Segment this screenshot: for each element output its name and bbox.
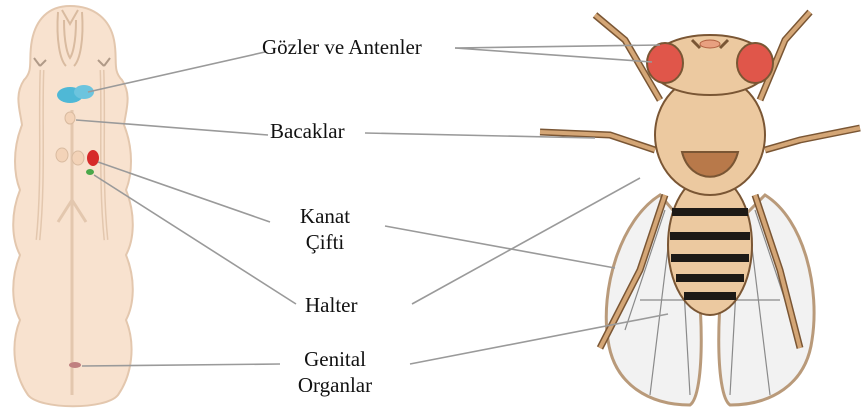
wing-disc: [87, 150, 99, 166]
label-genital-line2: Organlar: [290, 372, 380, 398]
line-halter-to-fly: [412, 178, 640, 304]
leg-disc-2: [56, 148, 68, 162]
label-eyes-antennae: Gözler ve Antenler: [262, 34, 422, 60]
leg-disc: [65, 112, 75, 124]
line-eyes-to-fly-2: [455, 48, 652, 62]
line-wing-to-fly: [385, 226, 615, 268]
left-eye: [647, 43, 683, 83]
label-halter: Halter: [305, 292, 357, 318]
label-wing-pair-line1: Kanat: [290, 203, 360, 229]
ocelli: [700, 40, 720, 48]
leg-disc-3: [72, 151, 84, 165]
label-genital-line1: Genital: [290, 346, 380, 372]
genital-disc: [69, 362, 81, 368]
leader-lines: [76, 45, 668, 366]
label-genital-organs: Genital Organlar: [290, 346, 380, 398]
adult-fly: [540, 12, 860, 405]
right-eye: [737, 43, 773, 83]
label-wing-pair: Kanat Çifti: [290, 203, 360, 255]
haltere-disc: [86, 169, 94, 175]
larva: [13, 6, 133, 406]
label-wing-pair-line2: Çifti: [290, 229, 360, 255]
label-legs: Bacaklar: [270, 118, 345, 144]
